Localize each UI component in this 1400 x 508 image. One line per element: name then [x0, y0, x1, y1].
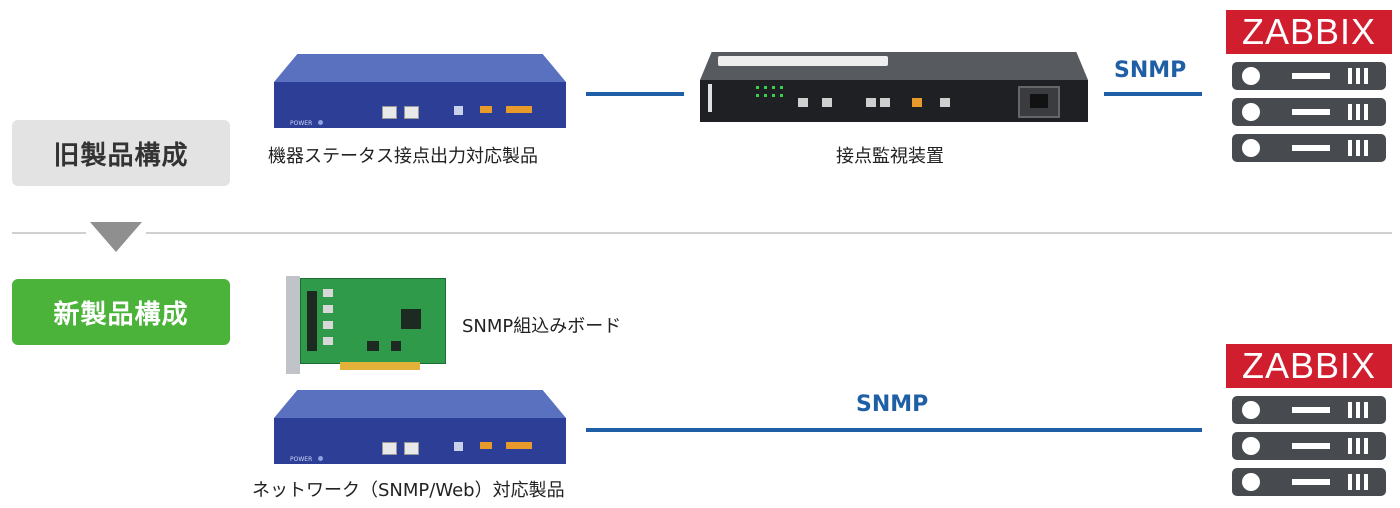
- zabbix-server-icon-new: ZABBIX: [1226, 344, 1392, 500]
- snmp-label-old: SNMP: [1114, 58, 1187, 83]
- down-arrow-icon: [90, 222, 142, 252]
- status-output-device: POWER: [274, 54, 566, 130]
- new-config-badge: 新製品構成: [12, 279, 230, 345]
- network-device: POWER: [274, 390, 566, 466]
- zabbix-logo: ZABBIX: [1226, 10, 1392, 54]
- snmp-board-label: SNMP組込みボード: [462, 316, 622, 337]
- connection-line-new: [586, 428, 1202, 432]
- network-device-label: ネットワーク（SNMP/Web）対応製品: [252, 480, 565, 501]
- snmp-board: [286, 276, 446, 376]
- connection-line-old-2: [1104, 92, 1202, 96]
- divider-left: [12, 232, 86, 234]
- contact-monitor-device: [700, 52, 1088, 124]
- zabbix-server-icon-old: ZABBIX: [1226, 10, 1392, 166]
- connection-line-old-1: [586, 92, 684, 96]
- contact-monitor-device-label: 接点監視装置: [836, 146, 944, 167]
- divider-right: [146, 232, 1392, 234]
- status-output-device-label: 機器ステータス接点出力対応製品: [268, 146, 538, 167]
- zabbix-logo: ZABBIX: [1226, 344, 1392, 388]
- snmp-label-new: SNMP: [856, 392, 929, 417]
- old-config-badge: 旧製品構成: [12, 120, 230, 186]
